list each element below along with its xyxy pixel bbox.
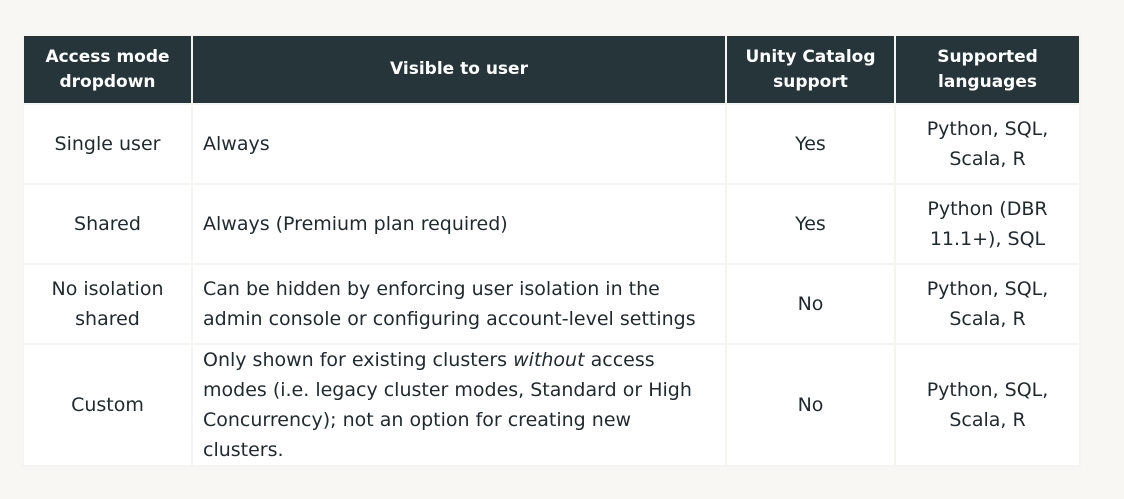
visible-text-emphasis: without [513, 349, 585, 371]
visible-text-pre: Only shown for existing clusters [203, 349, 514, 371]
access-mode-table: Access mode dropdown Visible to user Uni… [22, 34, 1081, 467]
cell-access-mode: Custom [24, 345, 191, 465]
table-row: Shared Always (Premium plan required) Ye… [24, 185, 1079, 263]
cell-uc-support: Yes [727, 105, 894, 183]
table-row: Custom Only shown for existing clusters … [24, 345, 1079, 465]
cell-languages: Python, SQL, Scala, R [896, 265, 1079, 343]
cell-uc-support: No [727, 265, 894, 343]
cell-visible-to-user: Always (Premium plan required) [193, 185, 725, 263]
cell-uc-support: Yes [727, 185, 894, 263]
cell-languages: Python (DBR 11.1+), SQL [896, 185, 1079, 263]
cell-uc-support: No [727, 345, 894, 465]
cell-access-mode: Shared [24, 185, 191, 263]
header-unity-catalog-support: Unity Catalog support [727, 36, 894, 103]
cell-access-mode: Single user [24, 105, 191, 183]
header-supported-languages: Supported languages [896, 36, 1079, 103]
access-mode-table-container: Access mode dropdown Visible to user Uni… [22, 34, 1081, 467]
visible-text-post: access modes (i.e. legacy cluster modes,… [203, 349, 692, 461]
cell-languages: Python, SQL, Scala, R [896, 345, 1079, 465]
table-row: No isolation shared Can be hidden by enf… [24, 265, 1079, 343]
cell-visible-to-user: Can be hidden by enforcing user isolatio… [193, 265, 725, 343]
cell-visible-to-user: Always [193, 105, 725, 183]
header-access-mode: Access mode dropdown [24, 36, 191, 103]
cell-access-mode: No isolation shared [24, 265, 191, 343]
cell-visible-to-user: Only shown for existing clusters without… [193, 345, 725, 465]
header-visible-to-user: Visible to user [193, 36, 725, 103]
table-header-row: Access mode dropdown Visible to user Uni… [24, 36, 1079, 103]
table-row: Single user Always Yes Python, SQL, Scal… [24, 105, 1079, 183]
cell-languages: Python, SQL, Scala, R [896, 105, 1079, 183]
